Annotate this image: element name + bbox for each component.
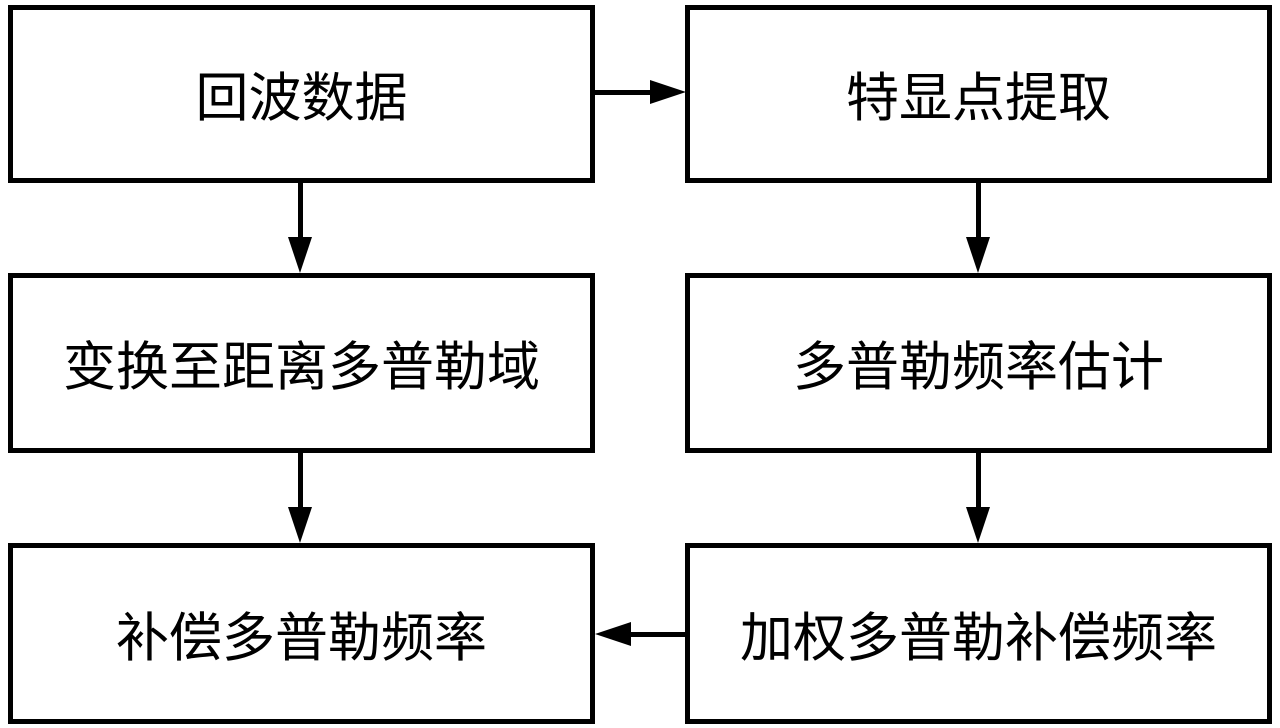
arrow-down-icon (288, 237, 312, 273)
arrow-transform-to-compensate-line (298, 453, 303, 508)
arrow-down-icon (966, 507, 990, 543)
flowchart-box-weighted-doppler-compensation-frequency: 加权多普勒补偿频率 (685, 543, 1272, 724)
arrow-estimation-to-weighted-line (976, 453, 981, 508)
box-label-prominent-point-extraction: 特显点提取 (846, 68, 1111, 129)
flowchart-box-transform-to-range-doppler-domain: 变换至距离多普勒域 (8, 273, 595, 453)
flowchart-box-doppler-frequency-estimation: 多普勒频率估计 (685, 273, 1272, 453)
box-label-doppler-frequency-estimation: 多普勒频率估计 (793, 337, 1164, 398)
box-label-weighted-doppler-compensation-frequency: 加权多普勒补偿频率 (740, 607, 1217, 669)
flowchart-box-echo-data: 回波数据 (8, 5, 595, 183)
flowchart-box-compensate-doppler-frequency: 补偿多普勒频率 (8, 543, 595, 724)
arrow-left-icon (595, 622, 631, 646)
arrow-echo-to-transform-line (298, 183, 303, 238)
arrow-weighted-to-compensate-line (630, 632, 687, 637)
arrow-down-icon (966, 237, 990, 273)
box-label-transform-to-range-doppler-domain: 变换至距离多普勒域 (63, 337, 540, 398)
box-label-compensate-doppler-frequency: 补偿多普勒频率 (116, 607, 487, 669)
arrow-right-icon (650, 80, 686, 104)
arrow-extraction-to-estimation-line (976, 183, 981, 238)
flowchart-box-prominent-point-extraction: 特显点提取 (685, 5, 1272, 183)
arrow-down-icon (288, 507, 312, 543)
arrow-echo-to-extraction-line (595, 90, 652, 95)
box-label-echo-data: 回波数据 (195, 68, 408, 129)
